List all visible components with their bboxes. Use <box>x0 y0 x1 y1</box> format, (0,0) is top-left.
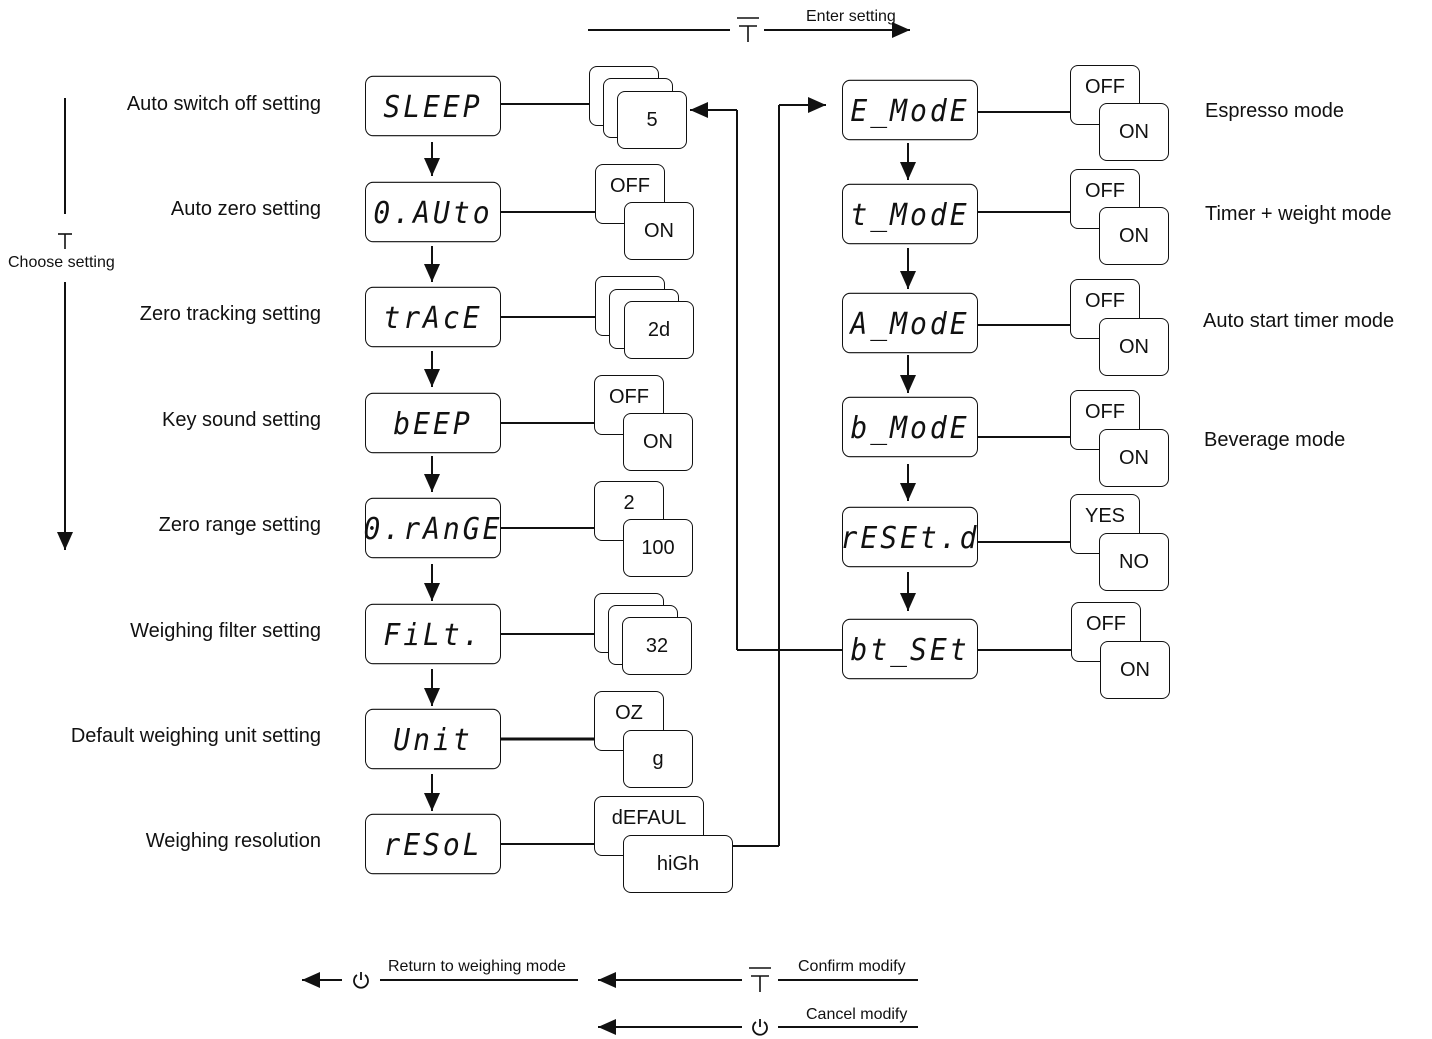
confirm-label: Confirm modify <box>798 958 906 975</box>
option-value: ON <box>624 202 694 260</box>
option-value: ON <box>1099 429 1169 487</box>
lcd-display: 0.AUto <box>365 181 501 243</box>
tare-icon <box>749 967 771 992</box>
lcd-display: t_ModE <box>842 183 978 245</box>
option-value: ON <box>1099 207 1169 265</box>
tare-icon <box>58 233 72 249</box>
return-label: Return to weighing mode <box>388 958 566 975</box>
lcd-display: E_ModE <box>842 79 978 141</box>
lcd-display: rESoL <box>365 813 501 875</box>
row-label: Espresso mode <box>1205 100 1344 122</box>
option-value: ON <box>1100 641 1170 699</box>
lcd-display: rESEt.d <box>841 506 978 568</box>
lcd-display: 0.rAnGE <box>364 497 501 559</box>
option-value: ON <box>623 413 693 471</box>
tare-icon <box>737 17 759 42</box>
lcd-display: bt_SEt <box>842 618 978 680</box>
row-label: Auto switch off setting <box>126 93 321 115</box>
option-value: hiGh <box>623 835 733 893</box>
row-label: Weighing resolution <box>145 830 321 852</box>
row-label: Timer + weight mode <box>1205 203 1392 225</box>
lcd-display: SLEEP <box>365 75 501 137</box>
lcd-display: b_ModE <box>842 396 978 458</box>
lcd-display: A_ModE <box>842 292 978 354</box>
row-label: Auto start timer mode <box>1203 310 1395 332</box>
row-label: Weighing filter setting <box>130 620 321 642</box>
power-icon <box>752 1019 768 1036</box>
option-value: 5 <box>617 91 687 149</box>
lcd-display: bEEP <box>365 392 501 454</box>
power-icon <box>353 972 369 989</box>
row-label: Auto zero setting <box>170 198 321 220</box>
cancel-label: Cancel modify <box>806 1006 908 1023</box>
option-value: 32 <box>622 617 692 675</box>
row-label: Default weighing unit setting <box>70 725 321 747</box>
row-label: Beverage mode <box>1204 429 1346 451</box>
option-value: NO <box>1099 533 1169 591</box>
option-value: ON <box>1099 318 1169 376</box>
row-label: Key sound setting <box>162 409 321 431</box>
lcd-display: Unit <box>365 708 501 770</box>
option-value: 100 <box>623 519 693 577</box>
row-label: Zero range setting <box>158 514 321 536</box>
lcd-display: trAcE <box>365 286 501 348</box>
option-value: ON <box>1099 103 1169 161</box>
option-value: 2d <box>624 301 694 359</box>
option-value: g <box>623 730 693 788</box>
choose-setting-label: Choose setting <box>8 254 115 271</box>
enter-setting-label: Enter setting <box>806 8 896 25</box>
lcd-display: FiLt. <box>365 603 501 665</box>
row-label: Zero tracking setting <box>139 303 321 325</box>
